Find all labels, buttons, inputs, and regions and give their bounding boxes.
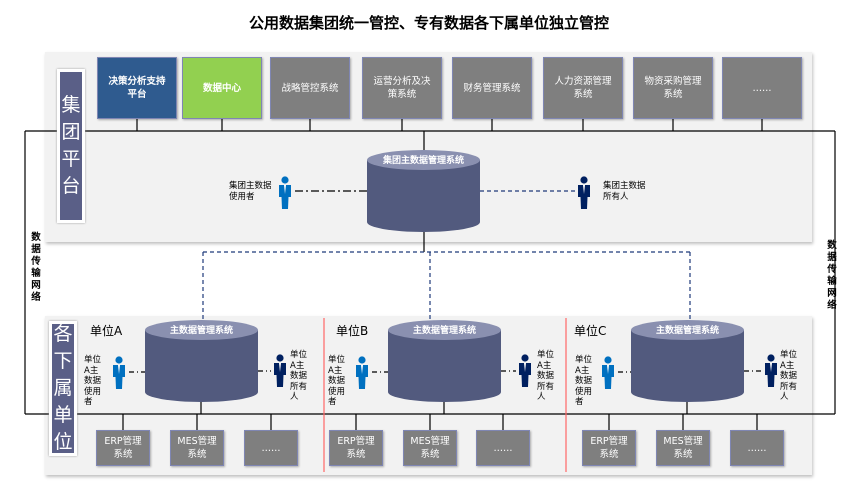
database-cylinder: 集团主数据管理系统 [367,150,480,232]
unit-name: 单位C [574,324,607,338]
unit-system-box: ERP管理系统 [329,430,383,466]
unit-user-label: 单位A主数据使用者 [84,355,102,407]
group-system-box: 财务管理系统 [452,57,532,119]
unit-owner-person-icon [519,354,531,387]
unit-user-person-icon [356,356,368,389]
network-label-left: 数据传输网络 [31,232,41,303]
unit-owner-person-icon [765,354,777,387]
group-platform-label: 集团平台 [57,69,85,223]
unit-system-box: MES管理系统 [403,430,457,466]
unit-system-box: ERP管理系统 [96,430,150,466]
subsidiary-label: 各下属单位 [49,321,77,456]
unit-system-box: …… [244,430,298,466]
network-label-right: 数据传输网络 [827,240,837,311]
unit-user-label: 单位A主数据使用者 [328,355,346,407]
group-system-box: 战略管控系统 [270,57,350,119]
group-system-box: 运营分析及决策系统 [362,57,442,119]
unit-system-box: ERP管理系统 [582,430,636,466]
mdm-system-label: 主数据管理系统 [656,324,719,336]
mdm-system-label: 主数据管理系统 [413,324,476,336]
group-user-label: 集团主数据使用者 [229,181,272,202]
unit-user-person-icon [602,356,614,389]
unit-system-box: …… [730,430,784,466]
mdm-system-label: 主数据管理系统 [170,324,233,336]
group-system-box: 人力资源管理系统 [543,57,623,119]
unit-system-box: MES管理系统 [170,430,224,466]
unit-name: 单位A [90,324,123,338]
group-owner-label: 集团主数据所有人 [603,181,646,202]
unit-system-box: MES管理系统 [656,430,710,466]
group-owner-person-icon [578,176,590,209]
group-system-box: 数据中心 [182,57,262,119]
group-user-person-icon [279,176,291,209]
unit-user-person-icon [113,356,125,389]
database-cylinder: 主数据管理系统 [145,320,258,402]
diagram-title: 公用数据集团统一管控、专有数据各下属单位独立管控 [248,14,609,32]
unit-user-label: 单位A主数据使用者 [575,355,593,407]
group-system-box: 决策分析支持平台 [97,57,177,119]
unit-owner-label: 单位A主数据所有人 [537,350,555,402]
unit-owner-label: 单位A主数据所有人 [290,350,308,402]
unit-system-box: …… [476,430,530,466]
group-system-box: 物资采购管理系统 [633,57,713,119]
database-cylinder: 主数据管理系统 [388,320,501,402]
group-system-box: …… [722,57,802,119]
unit-owner-label: 单位A主数据所有人 [780,350,798,402]
database-cylinder: 主数据管理系统 [631,320,744,402]
mdm-system-label: 集团主数据管理系统 [382,154,464,166]
unit-name: 单位B [336,324,369,338]
unit-owner-person-icon [274,354,286,387]
